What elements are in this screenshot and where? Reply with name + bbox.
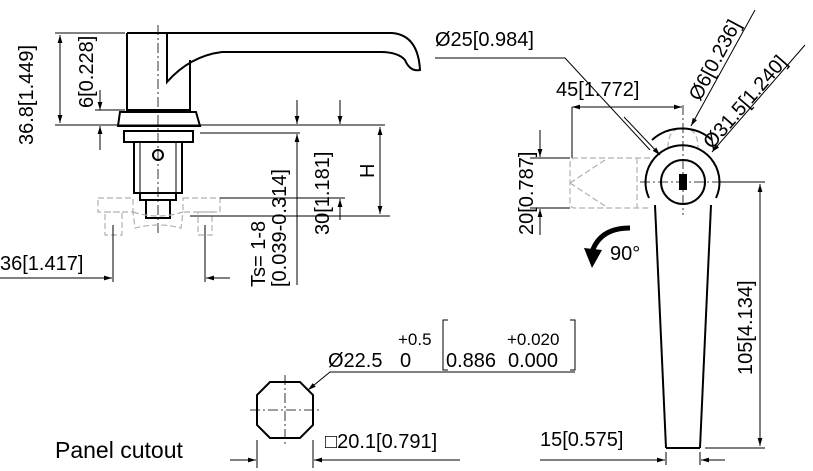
thickness-range: [0.039-0.314] bbox=[269, 169, 291, 287]
depth-dim: 30[1.181] bbox=[312, 152, 334, 235]
front-view-lever bbox=[640, 105, 730, 449]
side-view-handle bbox=[116, 25, 422, 235]
dimension-lines-side bbox=[0, 32, 390, 285]
cutout-tol-upper: +0.5 bbox=[398, 330, 432, 349]
ghost-lever bbox=[569, 127, 699, 209]
lever-length-dim: 105[4.134] bbox=[735, 280, 757, 375]
thickness-label: Ts= 1-8 bbox=[248, 221, 270, 287]
key-diameter-dim: Ø6[0.236] bbox=[685, 16, 746, 104]
cutout-flat-dim: □20.1[0.791] bbox=[325, 431, 437, 453]
rotation-label: 90° bbox=[610, 243, 640, 265]
clip-spacing-dim: 36[1.417] bbox=[0, 253, 83, 275]
collar-height-dim: 6[0.228] bbox=[76, 36, 98, 108]
boss-diameter-dim: Ø25[0.984] bbox=[435, 29, 534, 51]
h-label: H bbox=[357, 164, 379, 178]
cutout-diameter-in: 0.886 bbox=[446, 350, 496, 372]
cutout-tol-in-upper: +0.020 bbox=[507, 330, 559, 349]
cutout-tol-lower: 0 bbox=[400, 350, 411, 372]
offset-dim: 45[1.772] bbox=[556, 79, 639, 101]
panel-cutout-shape bbox=[230, 319, 576, 468]
cutout-tol-in-lower: 0.000 bbox=[508, 350, 558, 372]
total-height-dim: 36.8[1.449] bbox=[16, 45, 38, 145]
rotation-arrow-icon bbox=[584, 225, 631, 268]
dimension-lines-front bbox=[435, 9, 806, 465]
width-dim: 20[0.787] bbox=[516, 152, 538, 235]
panel-cutout-title: Panel cutout bbox=[55, 437, 183, 463]
ghost-clips bbox=[97, 197, 221, 236]
cutout-diameter: Ø22.5 bbox=[328, 350, 382, 372]
lever-width-dim: 15[0.575] bbox=[540, 429, 623, 451]
